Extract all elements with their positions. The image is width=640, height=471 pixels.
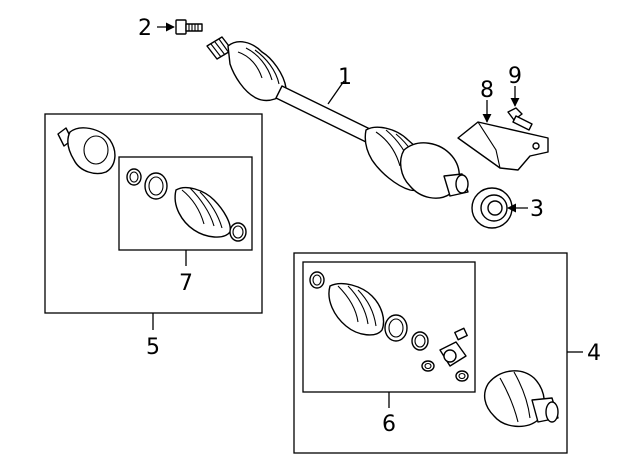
- boot-kit-part-7: [126, 168, 247, 242]
- group-box-4: [293, 252, 568, 454]
- seal-part-3: [471, 187, 513, 229]
- boot-kit-part-6: [309, 271, 469, 382]
- cv-joint-part-4: [483, 370, 559, 427]
- callout-3: 3: [530, 197, 544, 222]
- bolt-part-2: [175, 19, 203, 35]
- cv-joint-part-5: [57, 127, 116, 175]
- bolt-part-9: [507, 107, 533, 131]
- heat-shield-part-8: [457, 121, 549, 171]
- leader-1: [327, 80, 345, 105]
- callout-2: 2: [138, 16, 152, 41]
- callout-6: 6: [382, 412, 396, 437]
- callout-7: 7: [179, 271, 193, 296]
- callout-4: 4: [587, 341, 601, 366]
- callout-9: 9: [508, 64, 522, 89]
- callout-1: 1: [338, 65, 352, 90]
- callout-5: 5: [146, 335, 160, 360]
- callout-8: 8: [480, 78, 494, 103]
- axle-shaft-part-1: [206, 36, 469, 199]
